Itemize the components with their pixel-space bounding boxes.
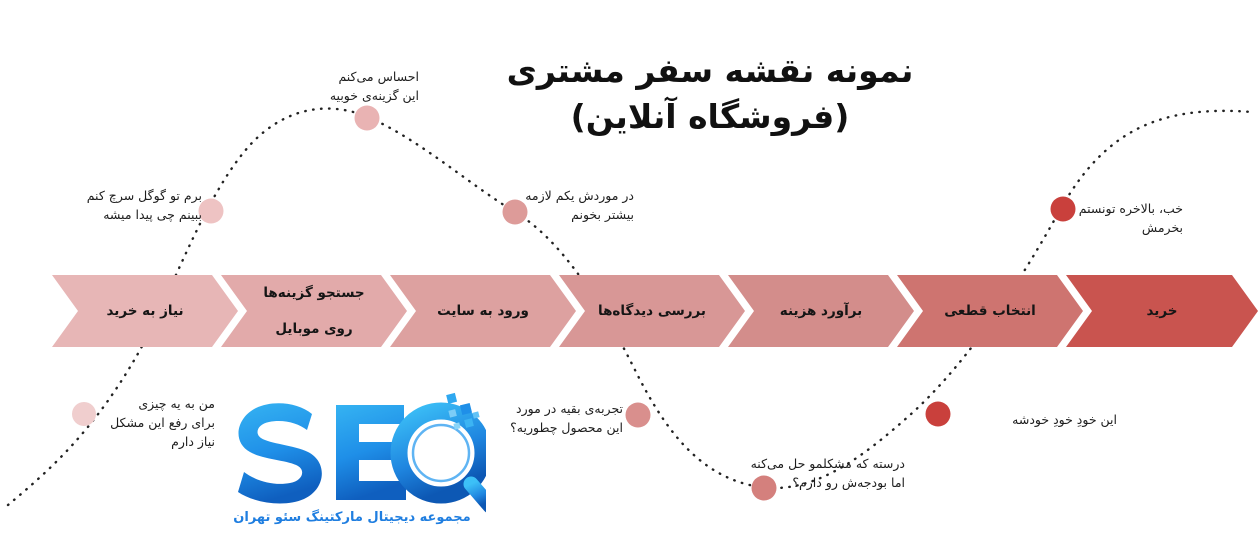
journey-stage-bar: نیاز به خرید جستجو گزینه‌ها روی موبایل و… [52,275,1232,347]
quote-good-option-line-1: احساس می‌کنم [338,69,419,84]
title-line-2: (فروشگاه آنلاین) [570,96,850,136]
quote-search-google: برم تو گوگل سرچ کنم ببینم چی پیدا میشه [87,187,202,225]
emotion-dot-this-is-it [925,401,951,427]
quote-need-something-line-3: نیاز دارم [171,433,215,449]
seo-logo-mark [238,392,498,514]
quote-need-something-line-2: برای رفع این مشکل [110,414,215,430]
emotion-dot-finally-bought [1050,196,1076,222]
journey-stage-6[interactable]: انتخاب قطعی [897,275,1083,347]
emotion-dot-good-option [354,105,380,131]
quote-finally-bought-line-2: بخرمش [1141,219,1183,235]
journey-stage-4-label: بررسی دیدگاه‌ها [598,302,706,319]
title-line-1: نمونه نقشه سفر مشتری [506,51,914,90]
quote-good-option-line-2: این گزینه‌ی خوبیه [329,87,419,103]
journey-stage-2[interactable]: جستجو گزینه‌ها روی موبایل [221,275,407,347]
quote-this-is-it-line-1: این خودِ خودِ خودشه [1012,412,1117,427]
quote-search-google-line-1: برم تو گوگل سرچ کنم [86,188,202,203]
quote-finally-bought-line-1: خب، بالاخره تونستم [1078,201,1183,216]
emotion-dot-search-google [198,198,224,224]
journey-stage-7[interactable]: خرید [1066,275,1258,347]
journey-stage-5-label: برآورد هزینه [779,302,863,319]
journey-stage-1[interactable]: نیاز به خرید [52,275,238,347]
emotion-dot-budget-question [751,475,777,501]
journey-stage-3-label: ورود به سایت [437,302,529,319]
quote-good-option: احساس می‌کنم این گزینه‌ی خوبیه [330,68,419,106]
journey-stage-5[interactable]: برآورد هزینه [728,275,914,347]
quote-read-more-line-2: بیشتر بخونم [571,206,634,222]
journey-stage-2-line-2: روی موبایل [275,321,353,338]
quote-read-more: در موردش یکم لازمه بیشتر بخونم [525,187,634,225]
journey-stage-2-label: جستجو گزینه‌ها روی موبایل [235,284,392,339]
quote-budget-question: درسته که مشکلمو حل می‌کنه اما بودجه‌ش رو… [751,455,905,493]
quote-finally-bought: خب، بالاخره تونستم بخرمش [1079,200,1183,238]
quote-search-google-line-2: ببینم چی پیدا میشه [103,206,202,222]
journey-stage-7-label: خرید [1146,302,1178,319]
quote-need-something-line-1: من به یه چیزی [138,396,215,411]
emotion-dot-read-more [502,199,528,225]
quote-budget-question-line-1: درسته که مشکلمو حل می‌کنه [750,456,905,471]
journey-stage-1-label: نیاز به خرید [106,302,184,319]
journey-stage-3[interactable]: ورود به سایت [390,275,576,347]
quote-others-experience: تجربه‌ی بقیه در مورد این محصول چطوریه؟ [510,400,623,438]
journey-stage-6-label: انتخاب قطعی [944,302,1036,319]
quote-this-is-it: این خودِ خودِ خودشه [1012,411,1117,430]
journey-stage-4[interactable]: بررسی دیدگاه‌ها [559,275,745,347]
page-title: نمونه نقشه سفر مشتری (فروشگاه آنلاین) [490,48,930,139]
quote-need-something: من به یه چیزی برای رفع این مشکل نیاز دار… [110,395,215,451]
quote-budget-question-line-2: اما بودجه‌ش رو دارم؟ [792,474,905,490]
quote-read-more-line-1: در موردش یکم لازمه [525,188,634,203]
seo-logo[interactable]: مجموعه دیجیتال مارکتینگ سئو تهران [228,388,498,540]
quote-others-experience-line-2: این محصول چطوریه؟ [510,419,623,435]
emotion-dot-need-something [72,402,96,426]
seo-logo-tagline: مجموعه دیجیتال مارکتینگ سئو تهران [233,510,471,525]
quote-others-experience-line-1: تجربه‌ی بقیه در مورد [516,401,623,416]
journey-stage-2-line-1: جستجو گزینه‌ها [263,284,365,301]
emotion-dot-others-experience [625,402,651,428]
